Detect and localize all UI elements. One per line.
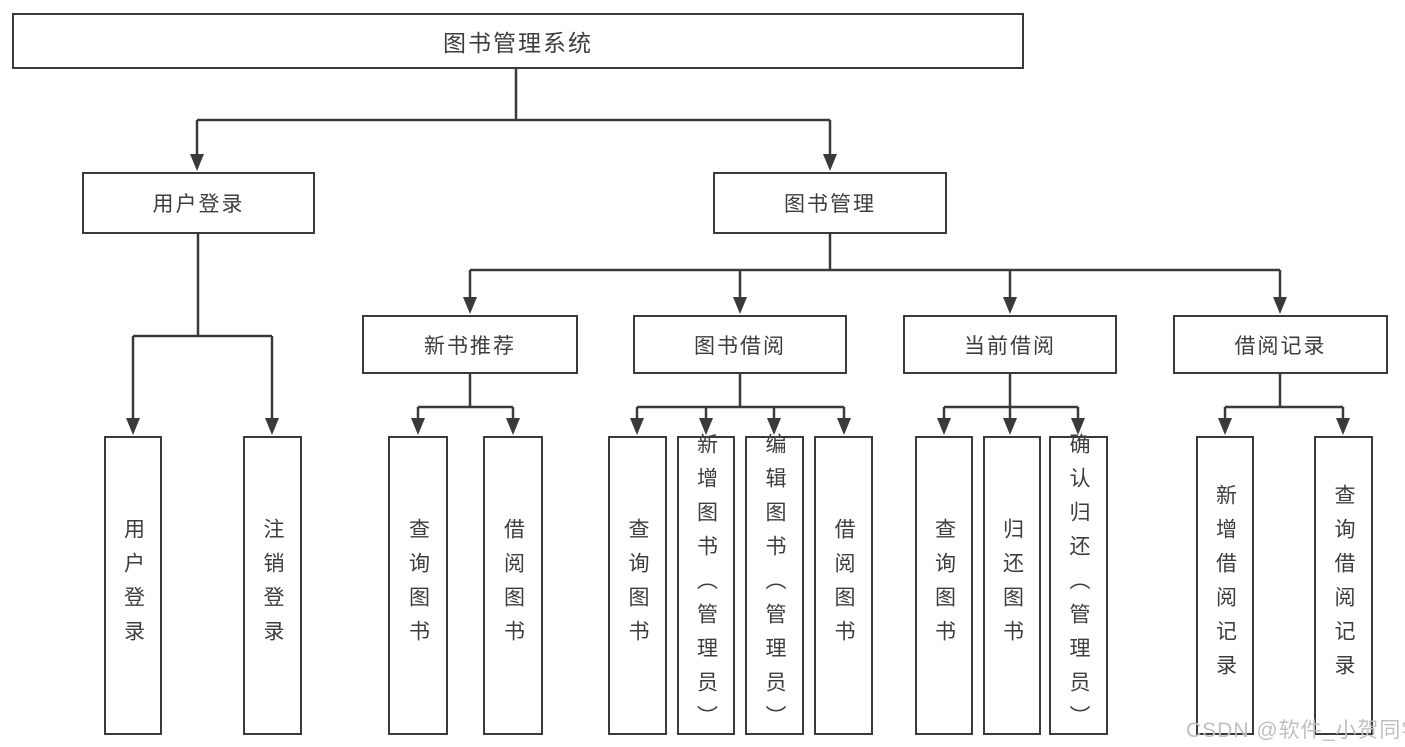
leaf-query-borrow-record: 查询借阅记录 <box>1314 436 1373 735</box>
leaf-return-books: 归还图书 <box>983 436 1041 735</box>
leaf-logout: 注销登录 <box>243 436 302 735</box>
edge-book-management-to-level2 <box>463 234 1287 314</box>
leaf-label: 查询图书 <box>406 517 430 654</box>
edge-current-borrow-to-leaves <box>937 374 1085 435</box>
leaf-label: 注销登录 <box>261 517 284 654</box>
node-new-book-recommend: 新书推荐 <box>362 315 578 374</box>
leaf-edit-books-admin: 编辑图书（管理员） <box>745 433 804 739</box>
edge-new-book-recommend-to-leaves <box>411 374 520 435</box>
edge-borrow-record-to-leaves <box>1218 374 1350 435</box>
node-label: 当前借阅 <box>964 334 1056 358</box>
leaf-query-books-current: 查询图书 <box>915 436 973 735</box>
leaf-label: 用户登录 <box>121 517 145 654</box>
leaf-label: 编辑图书（管理员） <box>763 432 786 739</box>
leaf-add-books-admin: 新增图书（管理员） <box>677 433 735 739</box>
leaf-label: 归还图书 <box>1000 517 1024 654</box>
node-library-management-system: 图书管理系统 <box>12 13 1024 69</box>
edge-root-to-level1 <box>190 69 837 171</box>
leaf-label: 查询借阅记录 <box>1332 483 1355 688</box>
leaf-borrow-books-recommend: 借阅图书 <box>483 436 543 735</box>
leaf-add-borrow-record: 新增借阅记录 <box>1196 436 1254 735</box>
node-label: 借阅记录 <box>1234 334 1327 358</box>
leaf-borrow-books: 借阅图书 <box>814 436 873 735</box>
edge-book-borrow-to-leaves <box>630 374 851 435</box>
node-label: 图书管理系统 <box>443 30 593 56</box>
edge-user-login-to-leaves <box>126 234 279 435</box>
node-label: 用户登录 <box>152 193 245 216</box>
node-book-management: 图书管理 <box>713 172 947 234</box>
leaf-label: 新增借阅记录 <box>1213 483 1237 688</box>
leaf-label: 确认归还（管理员） <box>1067 432 1090 739</box>
node-label: 图书借阅 <box>694 334 786 358</box>
node-label: 图书管理 <box>784 193 876 216</box>
leaf-label: 查询图书 <box>626 517 649 654</box>
leaf-label: 借阅图书 <box>501 517 525 654</box>
node-borrow-record: 借阅记录 <box>1173 315 1388 374</box>
node-label: 新书推荐 <box>424 334 516 358</box>
leaf-query-books-borrow: 查询图书 <box>608 436 667 735</box>
leaf-user-login: 用户登录 <box>104 436 162 735</box>
node-current-borrow: 当前借阅 <box>903 315 1117 374</box>
leaf-query-books-recommend: 查询图书 <box>388 436 448 735</box>
leaf-label: 新增图书（管理员） <box>694 432 718 739</box>
leaf-label: 查询图书 <box>932 517 956 654</box>
node-book-borrow: 图书借阅 <box>633 315 847 374</box>
leaf-confirm-return-admin: 确认归还（管理员） <box>1049 433 1108 739</box>
leaf-label: 借阅图书 <box>832 517 855 654</box>
csdn-watermark: CSDN @软件_小贺同学 <box>1186 719 1405 742</box>
node-user-login: 用户登录 <box>82 172 315 234</box>
